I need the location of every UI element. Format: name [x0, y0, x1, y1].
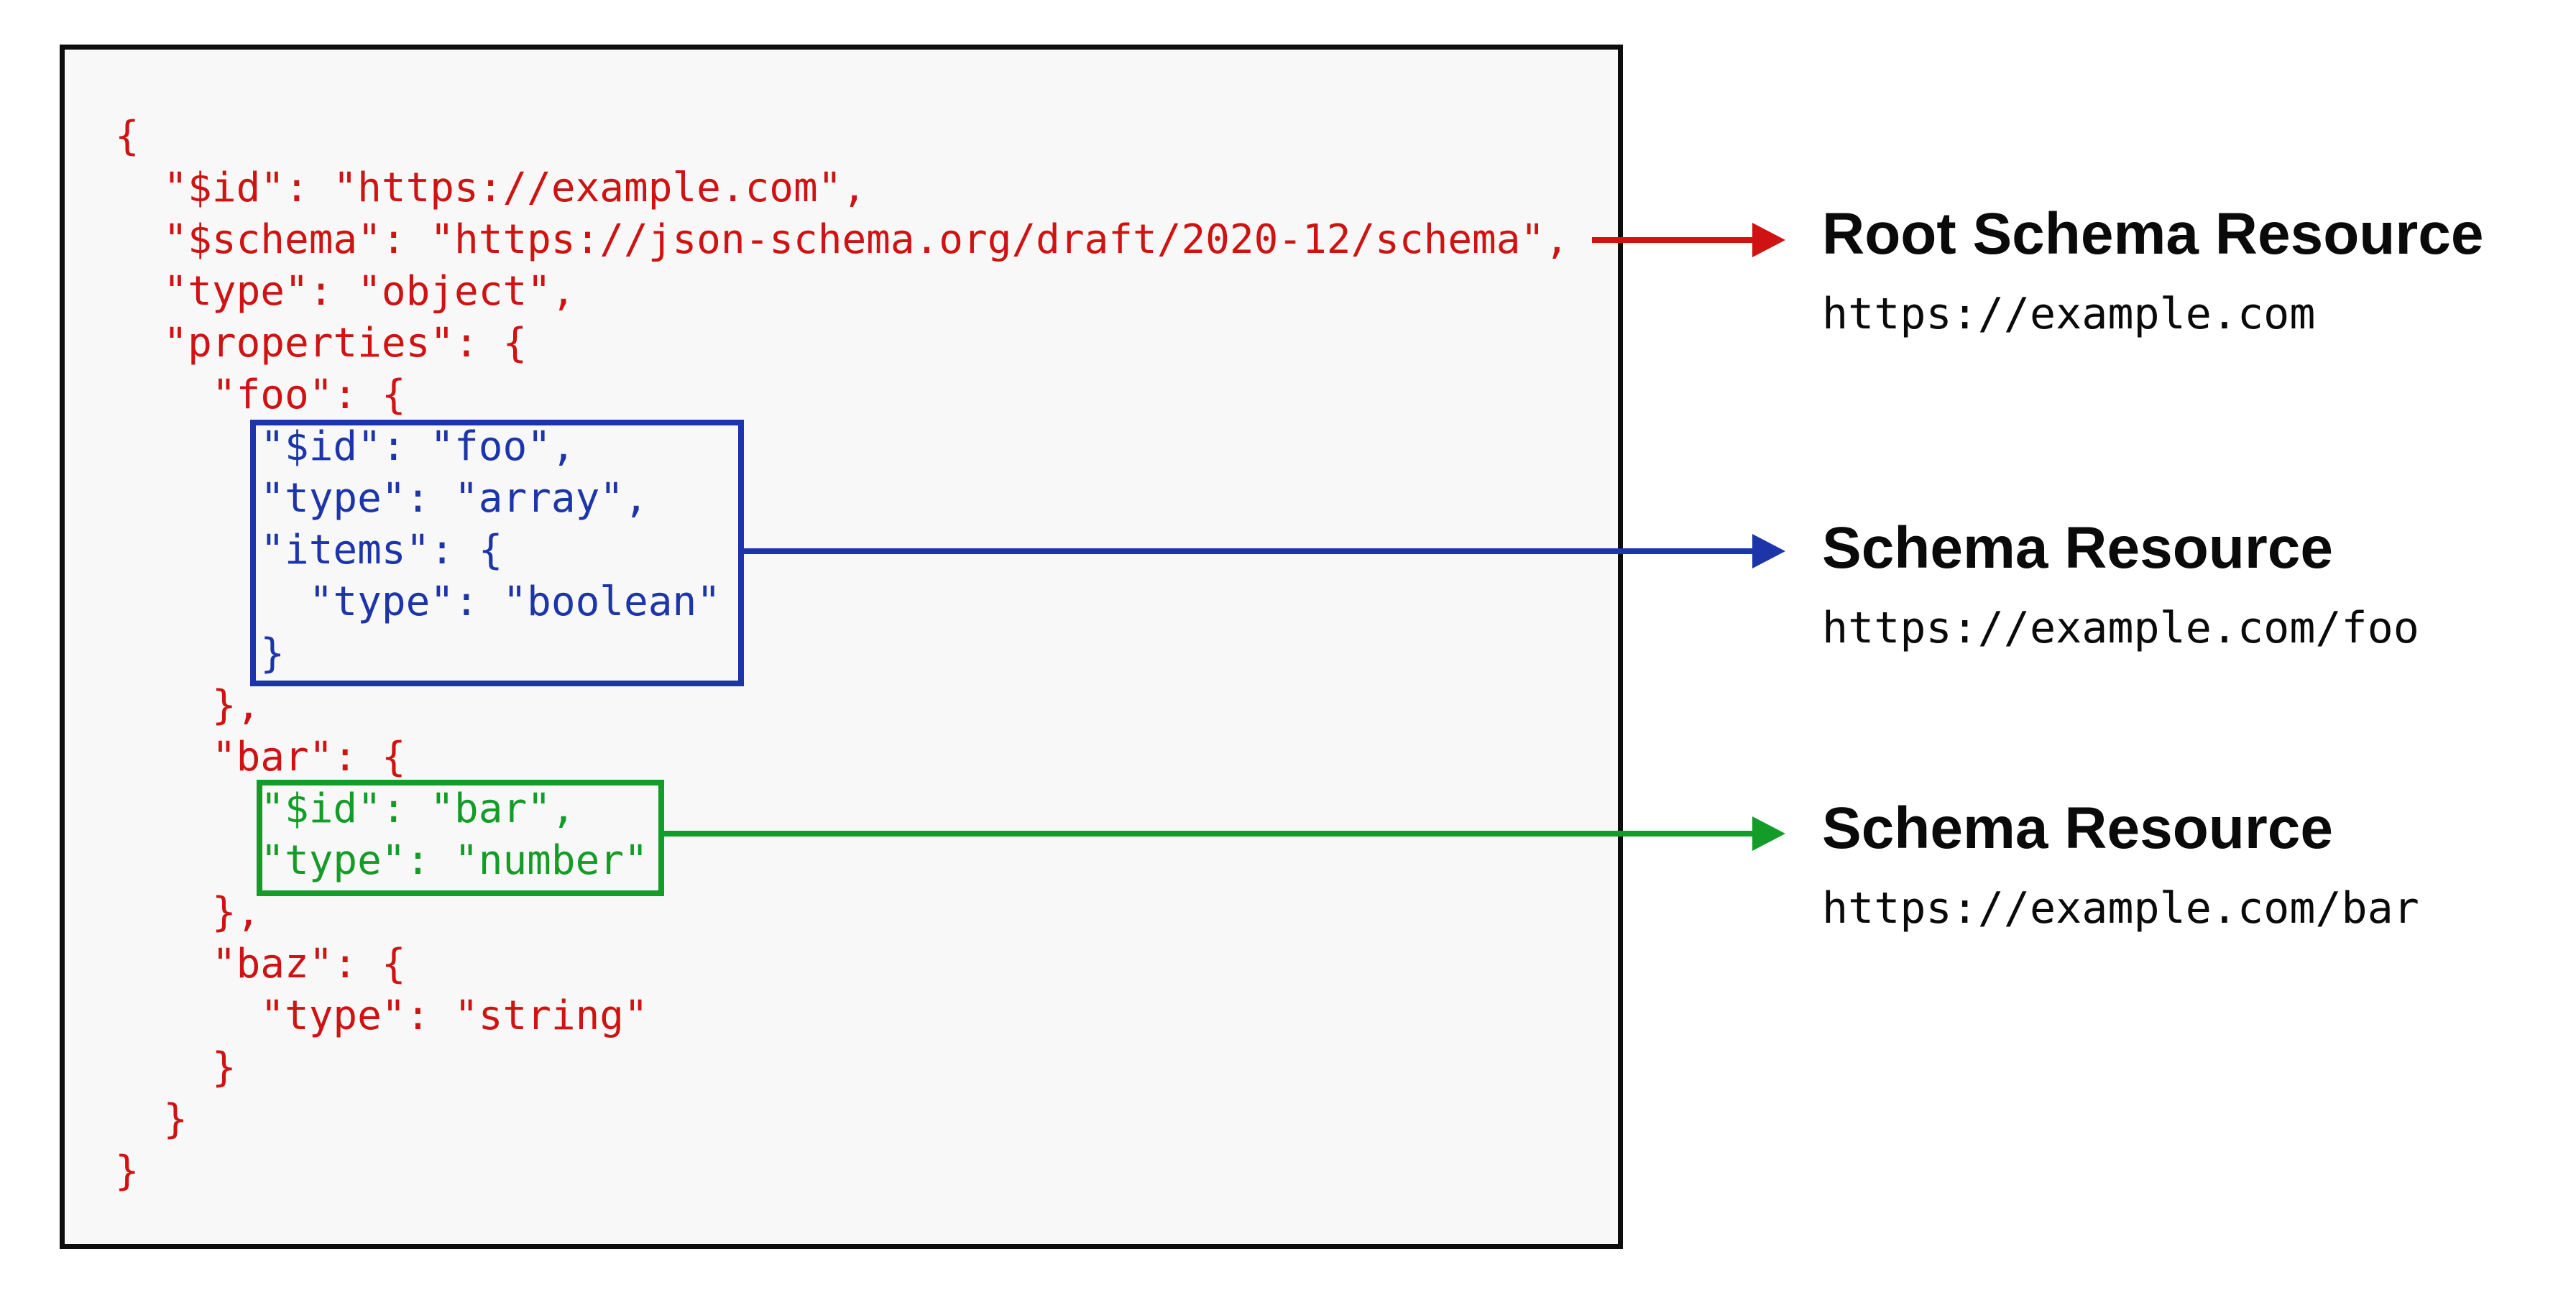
code-line: "$schema": "https://json-schema.org/draf…: [115, 216, 1569, 263]
annotation-url: https://example.com/bar: [1822, 883, 2419, 934]
code-line: "type": "array",: [115, 475, 648, 522]
code-line: }: [115, 630, 285, 677]
code-line: "foo": {: [115, 372, 406, 418]
annotation-title: Root Schema Resource: [1822, 201, 2484, 267]
annotation-bar-schema-resource: Schema Resource https://example.com/bar: [1822, 796, 2419, 934]
annotation-url: https://example.com/foo: [1822, 603, 2419, 653]
code-line: }: [115, 1148, 139, 1194]
code-line: {: [115, 113, 139, 160]
code-block: { "$id": "https://example.com", "$schema…: [115, 111, 1569, 1197]
code-line: "items": {: [115, 527, 503, 573]
code-line: "$id": "https://example.com",: [115, 165, 867, 211]
bar-schema-highlight-box: [257, 780, 664, 896]
code-line: "type": "string": [115, 992, 648, 1039]
code-line: "bar": {: [115, 734, 406, 780]
code-line: "type": "object",: [115, 268, 576, 315]
code-line: },: [115, 889, 261, 936]
annotation-foo-schema-resource: Schema Resource https://example.com/foo: [1822, 519, 2419, 650]
code-line: }: [115, 1044, 236, 1091]
code-line: "type": "boolean": [115, 579, 721, 625]
code-line: "type": "number": [115, 837, 648, 884]
code-line: },: [115, 682, 261, 729]
annotation-title: Schema Resource: [1822, 515, 2334, 581]
annotation-title: Schema Resource: [1822, 796, 2334, 861]
code-line: "properties": {: [115, 320, 528, 367]
schema-code-panel: { "$id": "https://example.com", "$schema…: [60, 45, 1623, 1249]
code-line: "$id": "foo",: [115, 423, 576, 470]
code-line: }: [115, 1096, 188, 1143]
code-line: "$id": "bar",: [115, 785, 576, 832]
annotation-root-schema-resource: Root Schema Resource https://example.com: [1822, 205, 2484, 336]
annotation-url: https://example.com: [1822, 289, 2316, 339]
code-line: "baz": {: [115, 941, 406, 987]
